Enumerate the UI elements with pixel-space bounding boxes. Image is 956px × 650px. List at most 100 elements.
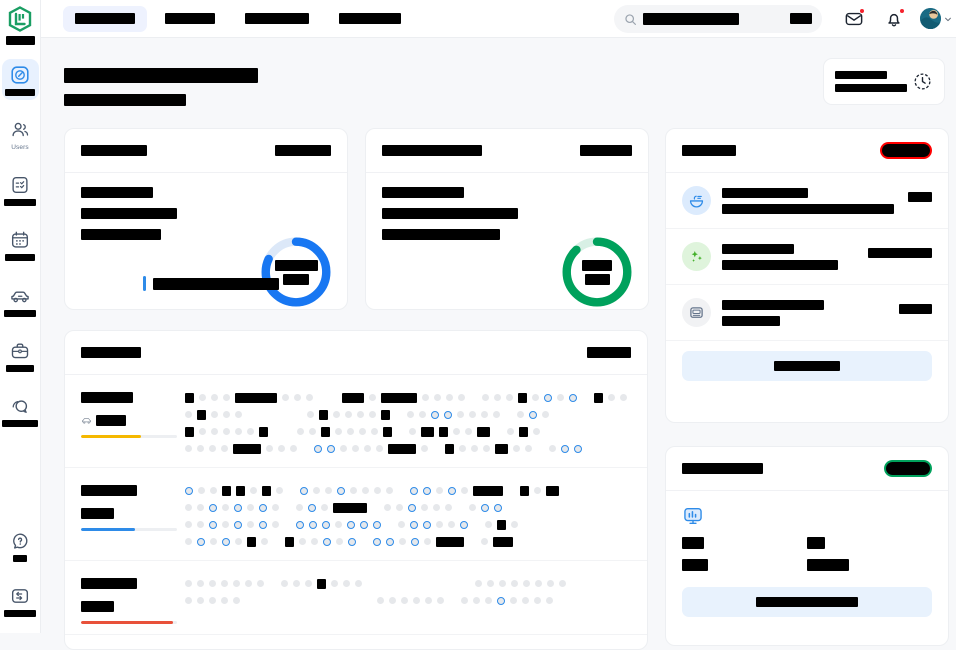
slot-redacted[interactable] (236, 485, 245, 496)
slot-empty[interactable] (493, 411, 500, 418)
slot-empty[interactable] (296, 504, 303, 511)
slot-empty[interactable] (421, 445, 428, 452)
slot-empty[interactable] (299, 538, 306, 545)
nav-tab-3[interactable] (233, 6, 321, 32)
slot-empty[interactable] (197, 521, 204, 528)
slot-selected[interactable] (544, 393, 552, 402)
slot-empty[interactable] (436, 521, 443, 528)
slot-selected[interactable] (222, 537, 230, 546)
slot-empty[interactable] (459, 445, 466, 452)
card-b-action[interactable] (580, 145, 632, 156)
slot-empty[interactable] (247, 521, 254, 528)
slot-redacted[interactable] (520, 485, 529, 496)
slot-redacted[interactable] (519, 426, 528, 437)
slot-selected[interactable] (481, 503, 489, 512)
slot-empty[interactable] (436, 487, 443, 494)
slot-selected[interactable] (314, 444, 322, 453)
slot-empty[interactable] (511, 580, 518, 587)
slot-empty[interactable] (293, 580, 300, 587)
slot-selected[interactable] (296, 520, 304, 529)
slot-selected[interactable] (408, 503, 416, 512)
slot-empty[interactable] (235, 411, 242, 418)
schedule-row[interactable] (65, 561, 647, 635)
slot-redacted[interactable] (546, 485, 559, 496)
slot-redacted[interactable] (259, 426, 268, 437)
slot-selected[interactable] (197, 537, 205, 546)
slot-empty[interactable] (369, 411, 376, 418)
availability-grid[interactable] (185, 482, 631, 550)
sidebar-item-collapse[interactable] (2, 580, 39, 621)
slot-empty[interactable] (507, 428, 514, 435)
sidebar-item-dashboard[interactable] (1, 59, 39, 101)
slot-empty[interactable] (222, 521, 229, 528)
slot-redacted[interactable] (285, 536, 294, 547)
slot-empty[interactable] (340, 445, 347, 452)
sidebar-item-help[interactable] (2, 525, 39, 566)
slot-selected[interactable] (360, 520, 368, 529)
slot-empty[interactable] (523, 580, 530, 587)
slot-empty[interactable] (485, 521, 492, 528)
slot-empty[interactable] (221, 445, 228, 452)
slot-empty[interactable] (352, 445, 359, 452)
slot-empty[interactable] (333, 411, 340, 418)
slot-empty[interactable] (513, 445, 520, 452)
slot-empty[interactable] (209, 445, 216, 452)
slot-empty[interactable] (374, 487, 381, 494)
slot-empty[interactable] (306, 394, 313, 401)
slot-empty[interactable] (209, 580, 216, 587)
slot-empty[interactable] (421, 504, 428, 511)
slot-selected[interactable] (561, 444, 569, 453)
slot-empty[interactable] (425, 597, 432, 604)
slot-empty[interactable] (511, 521, 518, 528)
sidebar-item-messages[interactable] (2, 390, 39, 431)
availability-grid[interactable] (185, 575, 631, 624)
slot-empty[interactable] (197, 597, 204, 604)
slot-empty[interactable] (608, 394, 615, 401)
sidebar-item-tasks[interactable] (2, 169, 39, 210)
slot-empty[interactable] (362, 487, 369, 494)
slot-empty[interactable] (369, 394, 376, 401)
slot-redacted[interactable] (493, 536, 513, 547)
slot-redacted[interactable] (321, 426, 330, 437)
mail-button[interactable] (844, 8, 865, 29)
slot-empty[interactable] (620, 394, 627, 401)
slot-empty[interactable] (199, 394, 206, 401)
slot-empty[interactable] (281, 580, 288, 587)
slot-empty[interactable] (233, 580, 240, 587)
slot-empty[interactable] (276, 487, 283, 494)
slot-empty[interactable] (542, 411, 549, 418)
slot-empty[interactable] (376, 445, 383, 452)
slot-redacted[interactable] (342, 392, 364, 403)
notifications-button[interactable] (884, 8, 905, 29)
slot-redacted[interactable] (235, 392, 277, 403)
slot-empty[interactable] (535, 580, 542, 587)
slot-selected[interactable] (423, 486, 431, 495)
slot-empty[interactable] (198, 487, 205, 494)
slot-empty[interactable] (401, 597, 408, 604)
slot-redacted[interactable] (421, 426, 434, 437)
slot-empty[interactable] (247, 504, 254, 511)
slot-empty[interactable] (210, 538, 217, 545)
nav-tab-2[interactable] (153, 6, 227, 32)
slot-redacted[interactable] (333, 502, 367, 513)
slot-empty[interactable] (294, 394, 301, 401)
slot-selected[interactable] (373, 520, 381, 529)
schedule-row[interactable] (65, 468, 647, 561)
slot-redacted[interactable] (262, 485, 271, 496)
slot-redacted[interactable] (197, 409, 206, 420)
slot-empty[interactable] (350, 487, 357, 494)
user-menu-button[interactable] (920, 8, 952, 29)
slot-empty[interactable] (407, 411, 414, 418)
slot-redacted[interactable] (477, 426, 490, 437)
slot-empty[interactable] (297, 428, 304, 435)
slot-redacted[interactable] (319, 409, 328, 420)
slot-selected[interactable] (234, 520, 242, 529)
slot-selected[interactable] (460, 520, 468, 529)
slot-empty[interactable] (364, 445, 371, 452)
slot-empty[interactable] (485, 597, 492, 604)
slot-empty[interactable] (233, 597, 240, 604)
slot-selected[interactable] (327, 444, 335, 453)
task-row[interactable] (666, 229, 948, 285)
slot-empty[interactable] (371, 428, 378, 435)
slot-empty[interactable] (487, 580, 494, 587)
